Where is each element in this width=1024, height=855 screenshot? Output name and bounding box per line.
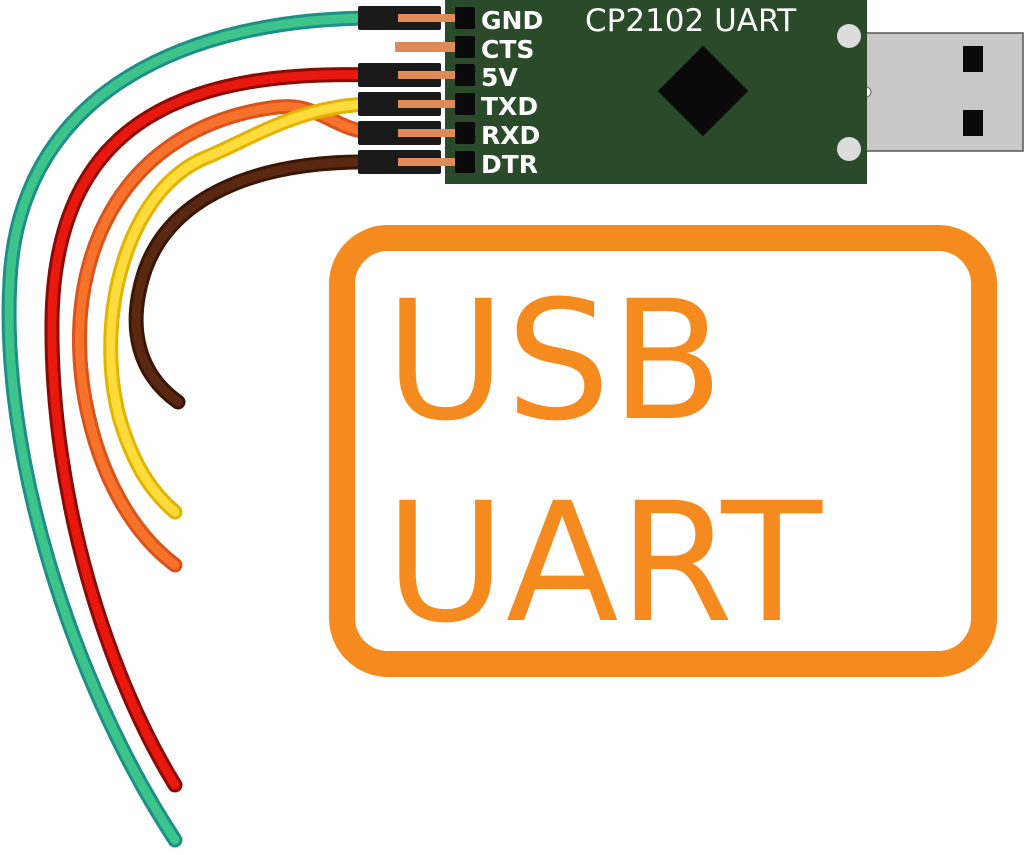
badge-frame bbox=[329, 225, 997, 677]
usb-uart-badge: USB UART bbox=[329, 225, 997, 677]
wire-dtr bbox=[128, 154, 383, 410]
pin-label-txd: TXD bbox=[481, 92, 538, 121]
pin-row-5v: 5V bbox=[358, 63, 518, 92]
wire-gnd bbox=[1, 10, 383, 848]
pcb-board: CP2102 UART bbox=[445, 0, 867, 184]
usb-shell bbox=[852, 32, 1024, 152]
header-pins: GND CTS 5V TXD RXD DTR bbox=[358, 6, 543, 179]
pin-label-5v: 5V bbox=[481, 63, 518, 92]
usb-connector bbox=[852, 32, 1024, 152]
pin-row-rxd: RXD bbox=[358, 121, 540, 150]
pin-pad bbox=[455, 7, 475, 29]
pin-pad bbox=[455, 36, 475, 58]
pcb bbox=[445, 0, 867, 184]
pin-lead bbox=[398, 100, 458, 108]
wire-txd bbox=[103, 96, 383, 520]
wires bbox=[1, 10, 383, 848]
pin-row-gnd: GND bbox=[358, 6, 543, 35]
pin-pad bbox=[455, 93, 475, 115]
pin-row-cts: CTS bbox=[395, 35, 534, 64]
pin-label-dtr: DTR bbox=[481, 150, 538, 179]
pin-pad bbox=[455, 151, 475, 173]
pin-lead bbox=[398, 71, 458, 79]
pin-label-rxd: RXD bbox=[481, 121, 540, 150]
pin-row-dtr: DTR bbox=[358, 150, 538, 179]
pin-lead bbox=[398, 129, 458, 137]
wire-5v bbox=[44, 67, 383, 793]
badge-line-uart: UART bbox=[385, 467, 823, 659]
pin-row-txd: TXD bbox=[358, 92, 538, 121]
mounting-hole-bottom bbox=[837, 137, 861, 161]
usb-contact-top bbox=[963, 46, 983, 72]
board-title: CP2102 UART bbox=[585, 3, 797, 39]
badge-line-usb: USB bbox=[385, 265, 724, 457]
pin-lead bbox=[398, 158, 458, 166]
mounting-hole-top bbox=[837, 24, 861, 48]
pin-pad bbox=[455, 64, 475, 86]
pin-label-gnd: GND bbox=[481, 6, 543, 35]
pin-label-cts: CTS bbox=[481, 35, 534, 64]
usb-contact-bottom bbox=[963, 110, 983, 136]
pin-pad bbox=[455, 122, 475, 144]
pin-lead bbox=[398, 14, 458, 22]
pin-lead bbox=[395, 42, 458, 52]
